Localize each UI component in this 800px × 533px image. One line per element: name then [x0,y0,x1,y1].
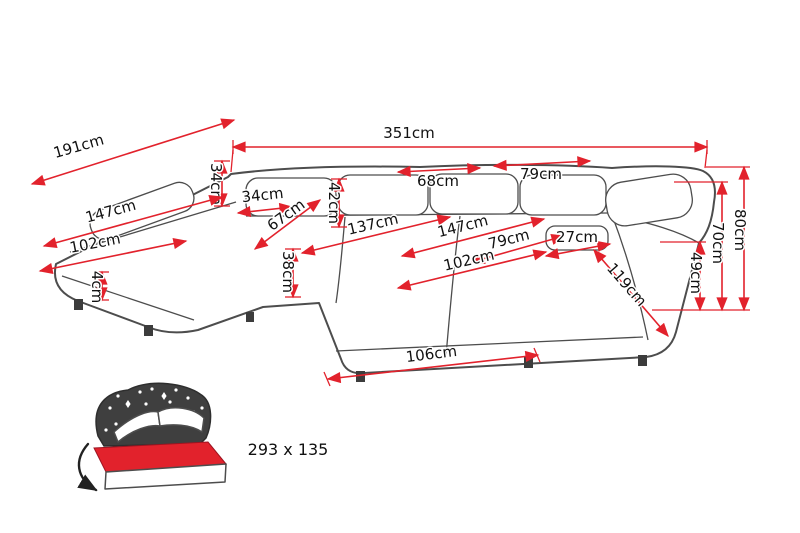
dimension-label-351: 351cm [383,124,435,142]
dimension-70: 70cm [708,180,729,312]
dimension-351: 351cm [231,123,709,153]
dimension-label-80: 80cm [731,209,749,251]
dimension-42: 42cm [324,177,345,229]
dimension-49: 49cm [686,240,707,312]
dimension-38: 38cm [278,247,299,299]
dimension-label-70: 70cm [709,222,727,264]
dimension-label-79-top: 79cm [520,165,562,183]
dimension-label-191: 191cm [51,130,105,161]
back-cushion [337,174,429,216]
dimension-label-4: 4cm [88,271,106,303]
dimension-79-top: 79cm [492,156,592,185]
dimension-68: 68cm [396,163,482,192]
dimension-label-49: 49cm [687,252,705,294]
dimension-label-38: 38cm [279,251,297,293]
sleeping-function-icon [77,382,228,492]
dimension-label-27: 27cm [556,228,598,246]
mattress-front [104,463,227,490]
dimension-27: 27cm [544,227,612,260]
corner-pillow [605,173,693,227]
headboard-stars [104,387,204,432]
dimension-label-68: 68cm [417,172,459,190]
fold-out-arrow [77,442,98,492]
open-blanket-right [157,406,205,433]
dimension-label-42: 42cm [325,182,343,224]
sleeping-area-label: 293 x 135 [248,440,329,459]
dimension-191: 191cm [30,118,236,186]
dimension-80: 80cm [730,165,751,312]
dimension-4: 4cm [87,269,108,305]
